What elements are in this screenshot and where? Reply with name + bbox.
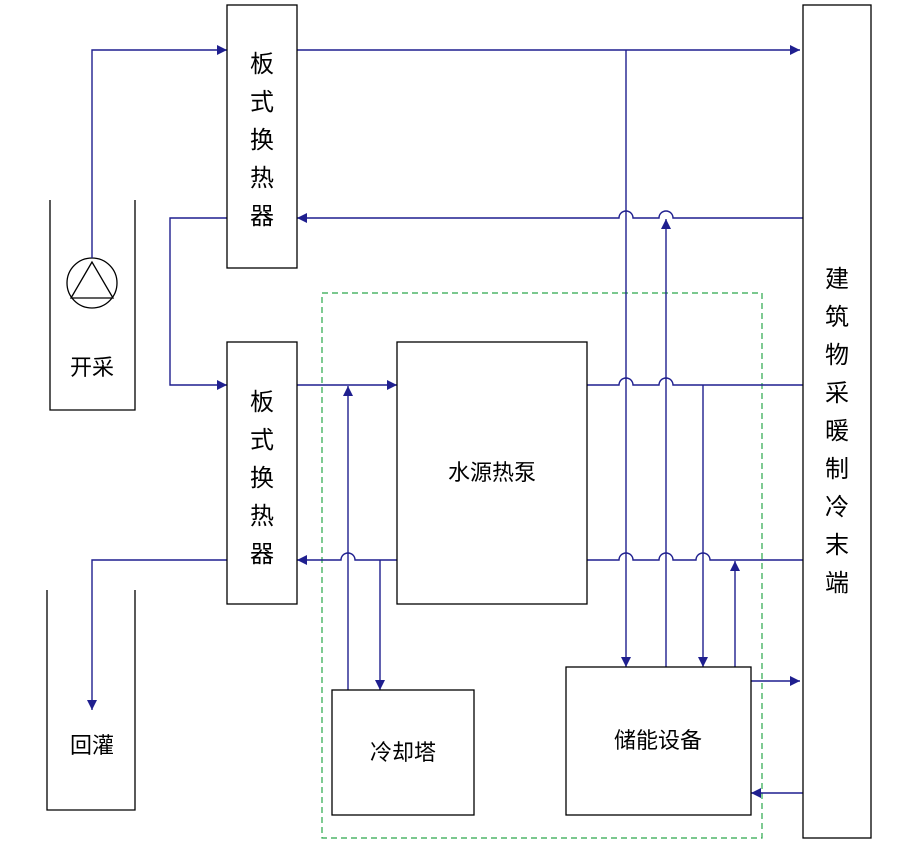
label-char: 器 [250, 540, 274, 568]
extraction-well-label: 开采 [70, 356, 114, 381]
water-source-heat-pump-label: 水源热泵 [448, 461, 536, 486]
cooling-tower-label: 冷却塔 [370, 741, 436, 766]
label-char: 冷 [825, 493, 849, 521]
label-char: 板 [250, 50, 274, 78]
heat-pump-system-boundary [321, 292, 763, 839]
label-char: 末 [825, 531, 849, 559]
energy-storage-label: 储能设备 [614, 729, 702, 754]
pipe-heatpump-to-exchanger [297, 552, 397, 565]
label-char: 热 [250, 164, 274, 192]
plate-heat-exchanger-top-label: 板 式 换 热 器 [250, 50, 274, 230]
pipe-exchanger-return [297, 210, 803, 223]
extraction-well [49, 200, 136, 411]
label-char: 物 [825, 341, 849, 369]
label-char: 暖 [825, 417, 849, 445]
reinjection-well [46, 590, 136, 811]
label-char: 式 [250, 426, 274, 454]
label-char: 筑 [825, 303, 849, 331]
label-char: 端 [825, 569, 849, 597]
plate-heat-exchanger-bottom [226, 341, 298, 605]
pipe-extraction-to-exchanger [91, 45, 227, 258]
label-char: 换 [250, 126, 274, 154]
water-source-heat-pump [396, 341, 588, 605]
label-char: 式 [250, 88, 274, 116]
building-terminal-label: 建 筑 物 采 暖 制 冷 末 端 [825, 265, 849, 597]
pipe-heatpump-return [587, 552, 803, 561]
energy-storage [565, 666, 752, 816]
pipe-exchanger-series [169, 217, 227, 390]
label-char: 制 [825, 455, 849, 483]
building-terminal [802, 4, 872, 839]
label-char: 器 [250, 202, 274, 230]
label-char: 热 [250, 502, 274, 530]
label-char: 板 [250, 388, 274, 416]
cooling-tower [331, 689, 475, 816]
pump-icon [66, 257, 118, 309]
plate-heat-exchanger-bottom-label: 板 式 换 热 器 [250, 388, 274, 568]
pipe-to-reinjection [87, 559, 227, 710]
label-char: 建 [825, 265, 849, 293]
plate-heat-exchanger-top [226, 4, 298, 269]
pipe-heatpump-supply [587, 377, 803, 386]
reinjection-well-label: 回灌 [70, 734, 114, 759]
label-char: 采 [825, 379, 849, 407]
label-char: 换 [250, 464, 274, 492]
